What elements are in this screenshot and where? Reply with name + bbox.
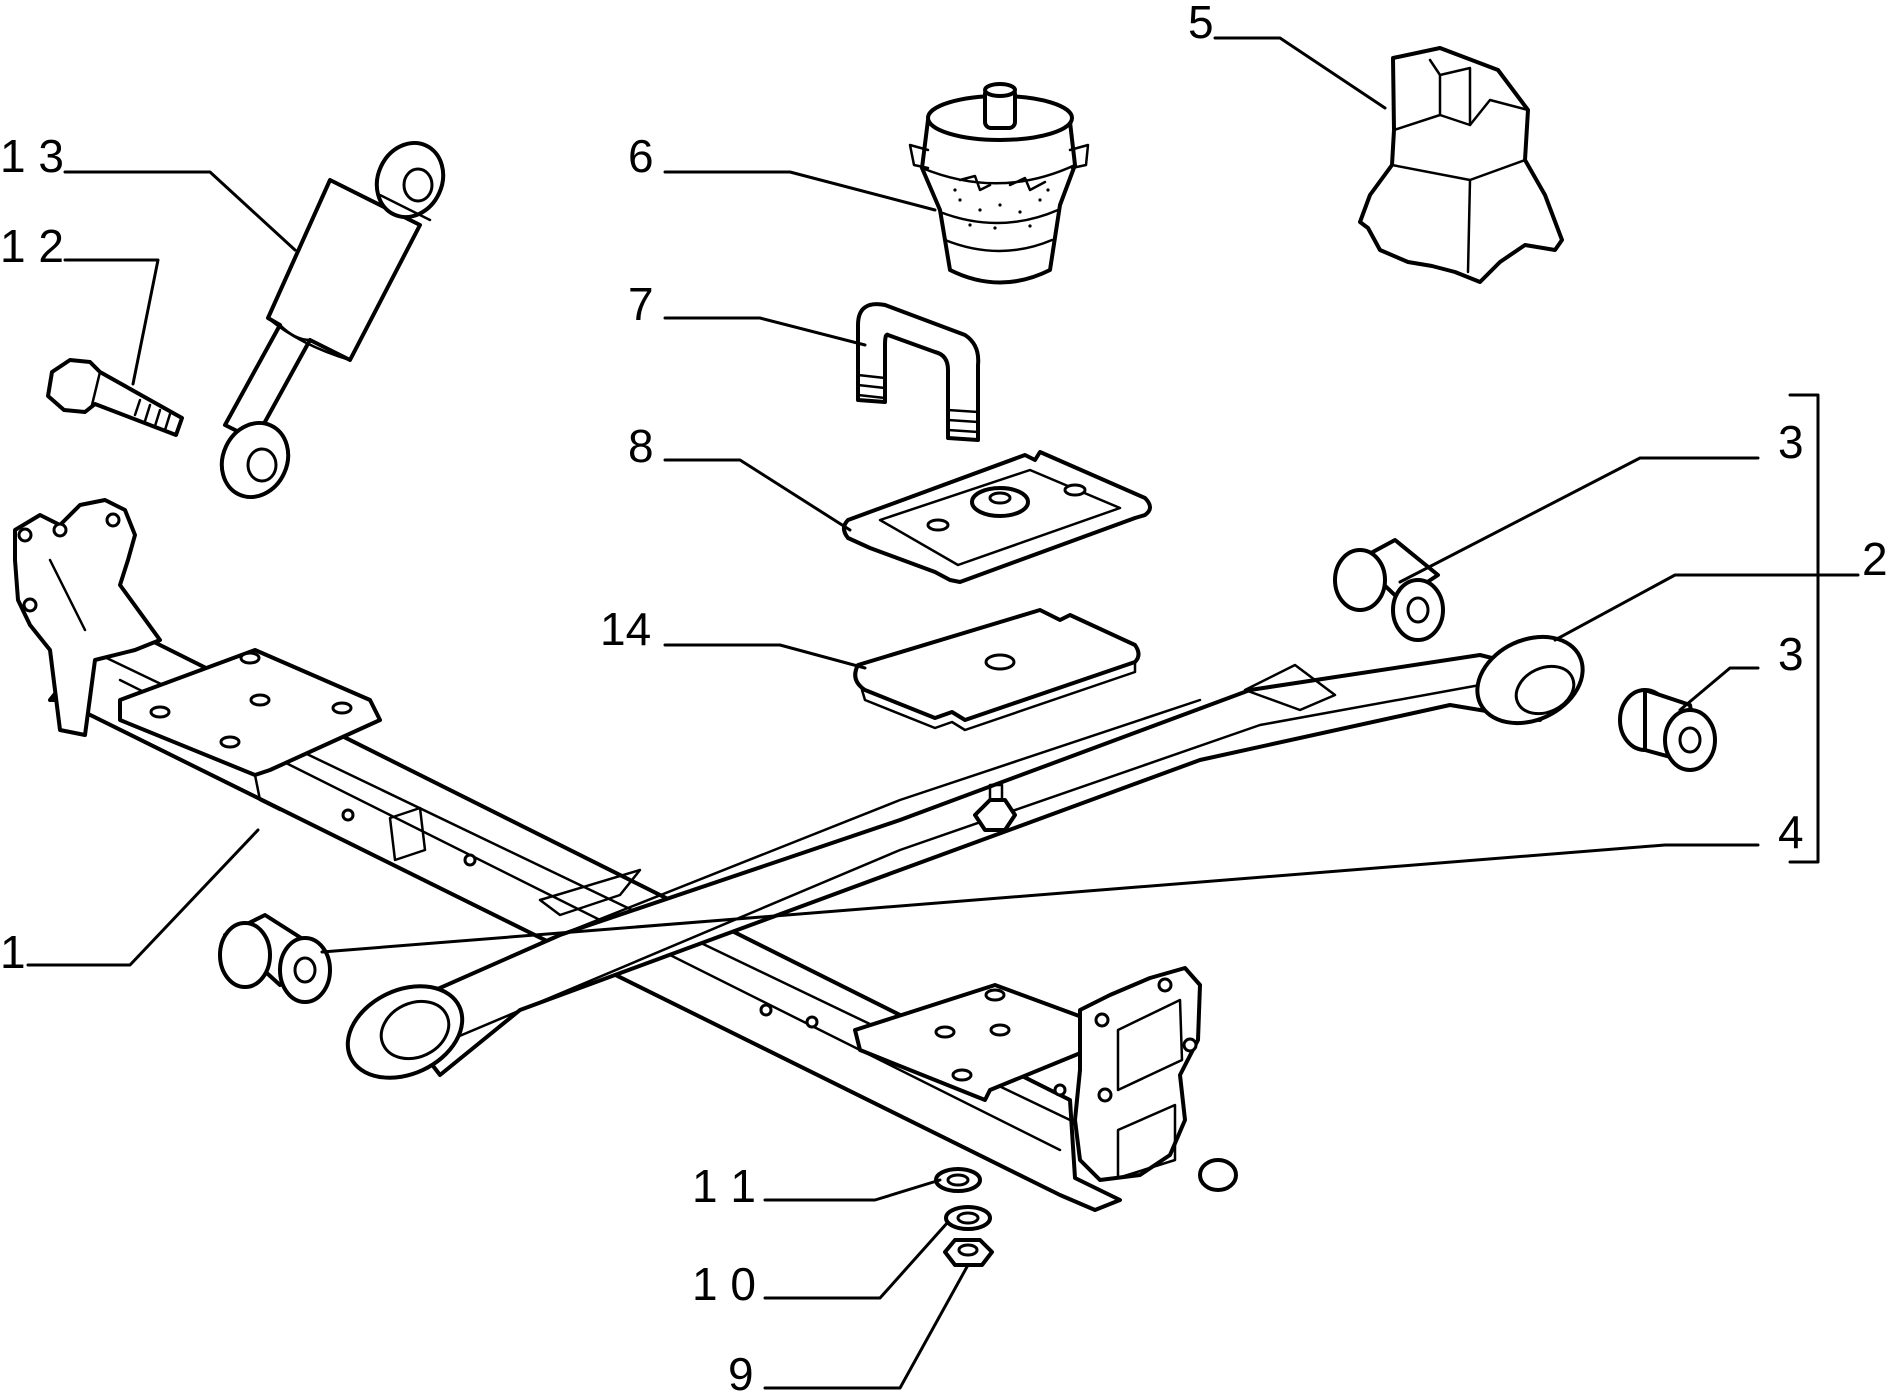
callout-10: 1 0 [692, 1258, 756, 1310]
part-14-pad [853, 608, 1141, 732]
leader-7 [663, 316, 867, 347]
leader-1 [26, 828, 260, 967]
callout-11: 1 1 [692, 1160, 756, 1212]
callout-3-lower: 3 [1778, 628, 1804, 680]
part-11-washer [934, 1167, 982, 1193]
leader-6 [663, 170, 937, 212]
callout-1: 1 [0, 926, 26, 978]
part-8-top-plate [842, 450, 1152, 584]
leader-10 [763, 1220, 950, 1300]
part-3-bushing-upper [1333, 538, 1445, 642]
leader-8 [663, 458, 852, 532]
leader-14 [663, 643, 867, 670]
callout-4: 4 [1778, 806, 1804, 858]
callout-2: 2 [1862, 533, 1888, 585]
callout-14: 14 [600, 603, 651, 655]
part-13-shock-absorber [219, 141, 446, 499]
part-7-u-bolt [856, 302, 981, 442]
callout-8: 8 [628, 420, 654, 472]
leader-3b [1678, 666, 1760, 712]
callout-9: 9 [728, 1348, 754, 1394]
leader-12 [63, 258, 160, 386]
leader-5 [1213, 36, 1387, 110]
part-4-bushing [218, 913, 332, 1004]
leader-3a [1398, 456, 1760, 584]
leader-13 [63, 170, 297, 252]
callout-5: 5 [1188, 0, 1214, 48]
part-12-bolt [46, 358, 184, 437]
callout-13: 1 3 [0, 130, 64, 182]
rubber-texture [953, 188, 1050, 230]
callout-3-upper: 3 [1778, 416, 1804, 468]
leader-9 [763, 1263, 970, 1390]
part-9-nut [943, 1238, 994, 1267]
callout-6: 6 [628, 130, 654, 182]
leader-2 [1553, 573, 1860, 642]
leader-11 [763, 1178, 942, 1202]
callout-7: 7 [628, 278, 654, 330]
part-5-bump-stop [1358, 46, 1564, 284]
leader-4 [320, 843, 1760, 954]
leader-lines [26, 36, 1860, 1390]
part-2-leaf-spring [345, 634, 1585, 1080]
callout-12: 1 2 [0, 220, 64, 272]
part-3-bushing-lower [1618, 688, 1717, 772]
part-10-washer [944, 1205, 992, 1231]
part-6-rubber-spring [908, 82, 1090, 285]
bracket-2-3-4 [1788, 393, 1820, 864]
